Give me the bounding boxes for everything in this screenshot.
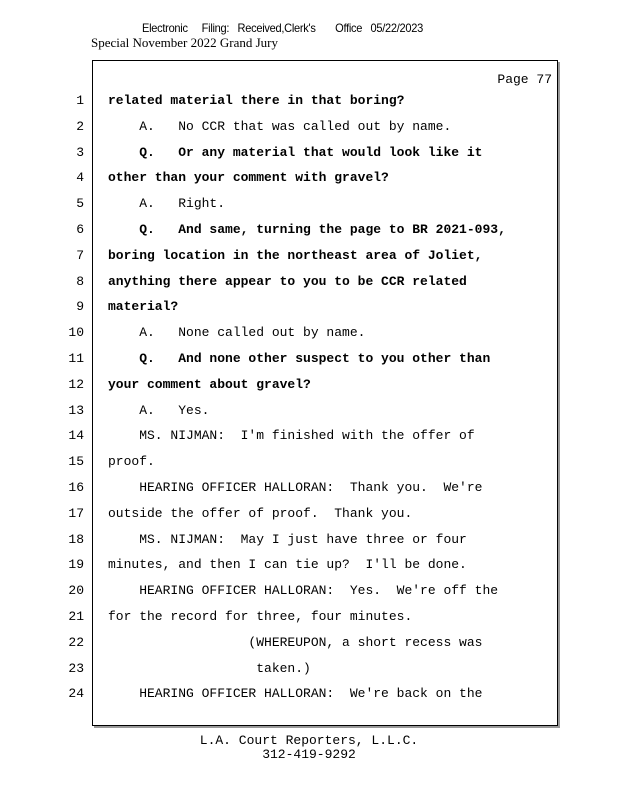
line-number: 6 (76, 222, 84, 237)
line-number: 1 (76, 93, 84, 108)
line-number: 20 (68, 583, 84, 599)
page-number: Page 77 (497, 72, 552, 87)
transcript-line: for the record for three, four minutes. (108, 609, 413, 624)
line-number: 9 (76, 299, 84, 315)
line-number: 2 (76, 118, 84, 134)
transcript-line: outside the offer of proof. Thank you. (108, 505, 413, 521)
transcript-line: anything there appear to you to be CCR r… (108, 273, 467, 289)
transcript-page-box: Page 77 (92, 60, 558, 726)
transcript-line: material? (108, 299, 179, 315)
line-number: 8 (76, 273, 84, 289)
filing-stamp: Electronic Filing: Received,Clerk's Offi… (142, 21, 424, 35)
transcript-line: other than your comment with gravel? (108, 170, 389, 186)
transcript-line: A. None called out by name. (108, 325, 366, 341)
line-number: 18 (68, 531, 84, 547)
transcript-line: taken.) (108, 660, 311, 676)
transcript-line: Q. And same, turning the page to BR 2021… (108, 222, 506, 237)
transcript-line: Q. And none other suspect to you other t… (108, 351, 491, 366)
transcript-line: HEARING OFFICER HALLORAN: Yes. We're off… (108, 583, 499, 599)
transcript-line: A. Right. (108, 196, 226, 212)
reporter-company: L.A. Court Reporters, L.L.C. (199, 733, 419, 748)
transcript-line: A. Yes. (108, 402, 210, 418)
line-number: 17 (68, 505, 84, 521)
line-number: 7 (76, 247, 84, 263)
line-number: 22 (68, 634, 84, 650)
transcript-line: Q. Or any material that would look like … (108, 144, 483, 160)
transcript-line: HEARING OFFICER HALLORAN: Thank you. We'… (108, 480, 483, 495)
transcript-line: related material there in that boring? (108, 93, 405, 108)
line-number: 16 (68, 480, 84, 495)
transcript-line: MS. NIJMAN: I'm finished with the offer … (108, 428, 475, 444)
transcript-line: MS. NIJMAN: May I just have three or fou… (108, 531, 467, 547)
transcript-line: A. No CCR that was called out by name. (108, 118, 452, 134)
transcript-line: boring location in the northeast area of… (108, 247, 483, 263)
line-number: 12 (68, 376, 84, 392)
line-number: 24 (68, 686, 84, 702)
line-number: 10 (68, 325, 84, 341)
reporter-phone: 312-419-9292 (262, 747, 356, 762)
line-number: 15 (68, 454, 84, 470)
footer: L.A. Court Reporters, L.L.C. 312-419-929… (0, 734, 618, 762)
transcript-line: minutes, and then I can tie up? I'll be … (108, 557, 467, 573)
line-number: 3 (76, 144, 84, 160)
transcript-line: proof. (108, 454, 155, 470)
line-number: 14 (68, 428, 84, 444)
case-title: Special November 2022 Grand Jury (91, 35, 279, 50)
transcript-line: (WHEREUPON, a short recess was (108, 634, 483, 650)
transcript-line: HEARING OFFICER HALLORAN: We're back on … (108, 686, 483, 702)
line-number: 23 (68, 660, 84, 676)
line-number: 21 (68, 609, 84, 624)
line-number: 19 (68, 557, 84, 573)
line-number: 13 (68, 402, 84, 418)
transcript-line: your comment about gravel? (108, 376, 311, 392)
line-number: 4 (76, 170, 84, 186)
line-number: 11 (68, 351, 84, 366)
line-number: 5 (76, 196, 84, 212)
